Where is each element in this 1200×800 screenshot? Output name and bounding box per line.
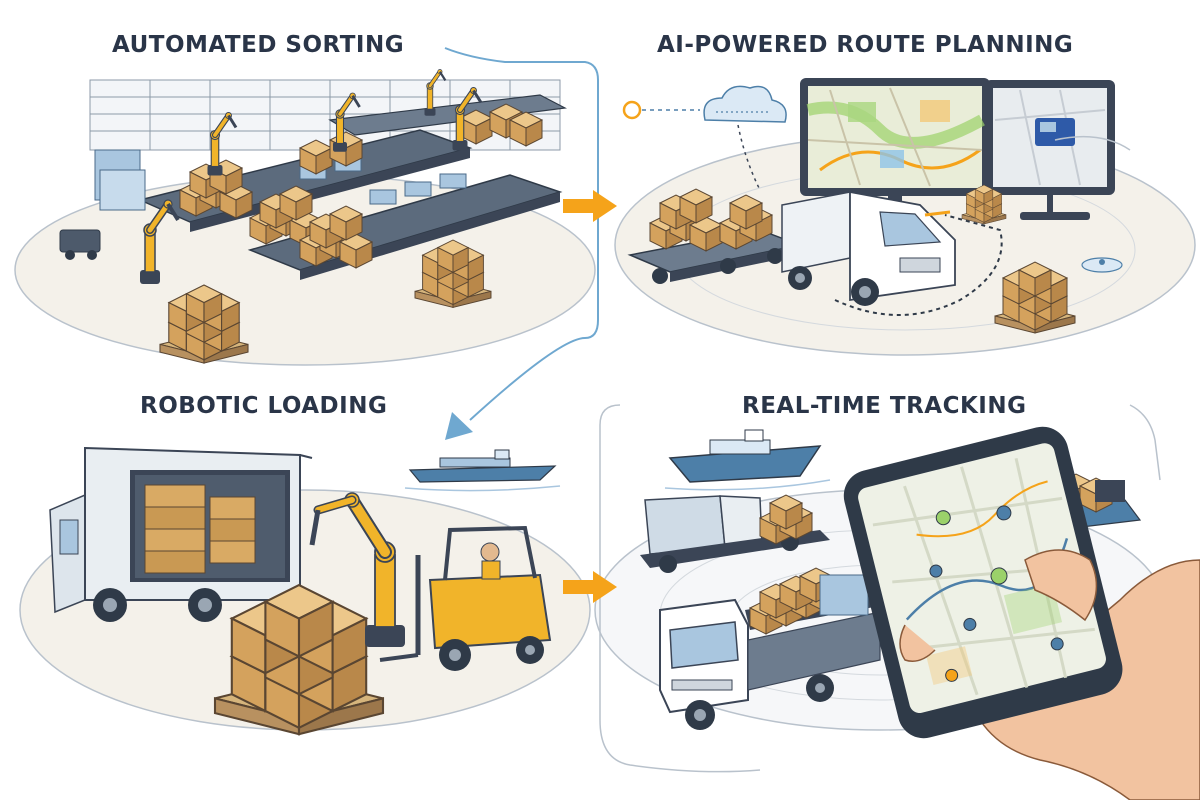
loading-robot-arm-icon (309, 492, 405, 647)
floor-cart (59, 229, 101, 260)
panel-title-loading: ROBOTIC LOADING (140, 393, 388, 419)
flow-connectors (444, 47, 1161, 773)
tracked-flatbed-truck (659, 588, 885, 730)
truck-cargo-boxes (144, 484, 256, 574)
signal-node-icon (622, 100, 700, 120)
panel-route-planning (614, 78, 1196, 356)
arrow-right-icon (563, 571, 617, 603)
route-map-monitor (800, 78, 990, 204)
delivery-drone-icon (1081, 257, 1123, 273)
delivery-truck (781, 190, 956, 306)
arrow-right-icon (563, 190, 617, 222)
panel-automated-sorting (14, 70, 596, 366)
panel-title-sorting: AUTOMATED SORTING (112, 32, 405, 58)
panel-title-tracking: REAL-TIME TRACKING (742, 393, 1027, 419)
forklift-icon (379, 525, 552, 671)
cloud-icon (703, 85, 787, 123)
panel-real-time-tracking (594, 426, 1200, 800)
route-path (834, 214, 1003, 316)
flow-line-bottom (599, 404, 761, 773)
tracked-ship-icon (664, 429, 831, 491)
hand-thumb (899, 549, 1098, 662)
flow-arrowhead-blue (445, 412, 473, 440)
panel-robotic-loading (19, 446, 591, 734)
panel-title-route-planning: AI-POWERED ROUTE PLANNING (657, 32, 1074, 58)
flatbed-cargo-boxes (749, 567, 869, 635)
cargo-ship-icon (404, 449, 561, 492)
flow-line-top (444, 47, 599, 421)
